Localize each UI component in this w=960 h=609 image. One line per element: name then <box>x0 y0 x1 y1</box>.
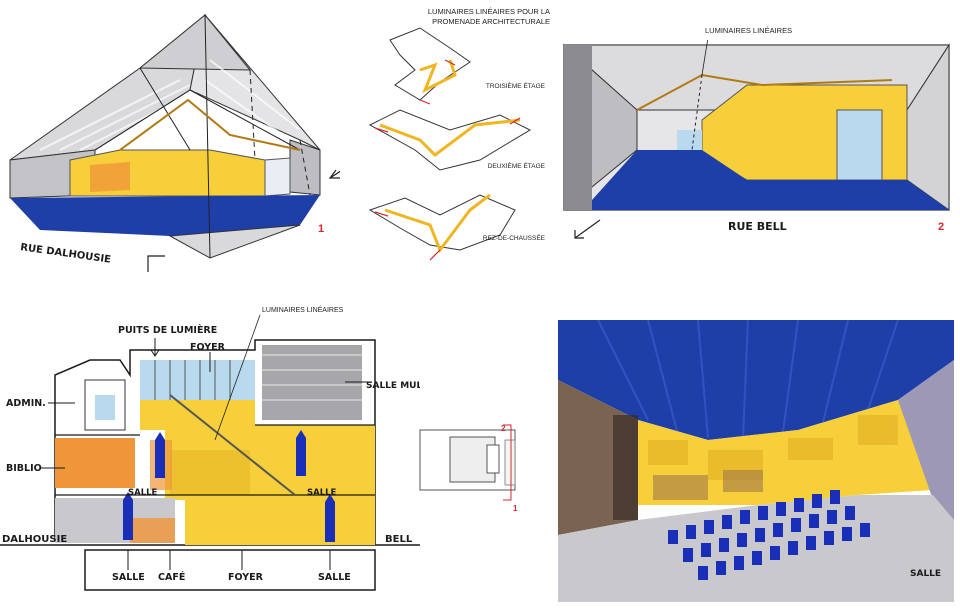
blue-figures <box>123 430 335 542</box>
diagram-title-line1: LUMINAIRES LINÉAIRES POUR LA <box>428 7 550 16</box>
sketch-perspective-2 <box>562 40 952 240</box>
sketch-perspective-1: RUE DALHOUSIE 1 <box>0 0 340 280</box>
blue-floor <box>10 195 320 236</box>
street-label-bell: RUE BELL <box>728 220 787 233</box>
street-label-dalhousie-section: DALHOUSIE <box>2 534 67 545</box>
label-salle-inner-2: SALLE <box>307 488 337 498</box>
floor-label-second: DEUXIÈME ÉTAGE <box>488 161 546 170</box>
label-admin: ADMIN. <box>6 398 46 409</box>
linear-luminaire <box>119 98 301 151</box>
luminaire-path-third <box>419 59 457 94</box>
blue-seats <box>668 490 870 580</box>
blue-ceiling <box>558 320 954 440</box>
floor-plate-ground <box>368 194 516 251</box>
label-salle-bottom-1: SALLE <box>112 572 145 583</box>
render-label-salle: SALLE <box>910 569 941 579</box>
label-salle-multi: SALLE MULTI <box>366 381 420 391</box>
entry-arrow <box>574 219 601 239</box>
floor-label-third: TROISIÈME ÉTAGE <box>486 81 546 90</box>
label-biblio: BIBLIO <box>6 463 42 474</box>
callout-linear-luminaires-section: LUMINAIRES LINÉAIRES <box>262 305 344 314</box>
biblio-volume <box>55 438 135 488</box>
street-label-dalhousie: RUE DALHOUSIE <box>20 242 112 266</box>
linear-luminaire <box>169 394 296 496</box>
sketch-perspective-1-drawing: RUE DALHOUSIE 1 <box>9 13 340 272</box>
yellow-volume <box>140 400 375 545</box>
luminaire-path-second <box>379 118 521 157</box>
floor-plate-third <box>389 27 471 101</box>
label-salle-inner-1: SALLE <box>128 488 158 498</box>
building-section-drawing: LUMINAIRES LINÉAIRES PUITS DE LUMIÈRE FO… <box>0 305 420 591</box>
floor-plate-second <box>368 109 532 171</box>
render-salle-drawing: SALLE <box>558 320 954 602</box>
render-salle: SALLE <box>558 320 954 602</box>
label-foyer-bottom: FOYER <box>228 572 264 583</box>
label-cafe-bottom: CAFÉ <box>158 571 185 583</box>
sketch-2-labels: RUE BELL 2 <box>574 219 944 239</box>
puits-de-lumiere <box>140 360 255 400</box>
street-label-bell-section: BELL <box>385 534 413 545</box>
luminaire-floor-diagram-drawing: LUMINAIRES LINÉAIRES POUR LA PROMENADE A… <box>368 7 550 261</box>
blue-floor <box>592 150 949 210</box>
entry-arrow <box>147 169 340 272</box>
label-puits-de-lumiere: PUITS DE LUMIÈRE <box>118 324 217 336</box>
key-plan-marker-2: 2 <box>501 424 506 433</box>
building-section: LUMINAIRES LINÉAIRES PUITS DE LUMIÈRE FO… <box>0 300 420 605</box>
callout-sketch-2: LUMINAIRES LINÉAIRES <box>705 26 792 35</box>
key-plan-marker-1: 1 <box>513 504 518 513</box>
floor <box>558 495 954 602</box>
linear-luminaire <box>636 73 893 111</box>
sketch-number-1: 1 <box>318 223 324 235</box>
sketch-perspective-2-drawing <box>562 40 950 212</box>
key-plan-drawing: 2 1 <box>419 424 518 513</box>
label-salle-bottom-2: SALLE <box>318 572 351 583</box>
key-plan: 2 1 <box>415 415 530 515</box>
diagram-title-line2: PROMENADE ARCHITECTURALE <box>432 17 550 26</box>
luminaire-floor-diagram: LUMINAIRES LINÉAIRES POUR LA PROMENADE A… <box>360 0 560 280</box>
sketch-number-2: 2 <box>938 221 944 233</box>
callout-linear-luminaires-2: LUMINAIRES LINÉAIRES <box>705 26 792 35</box>
label-foyer-top: FOYER <box>190 342 226 353</box>
floor-label-ground: REZ-DE-CHAUSSÉE <box>483 233 546 242</box>
